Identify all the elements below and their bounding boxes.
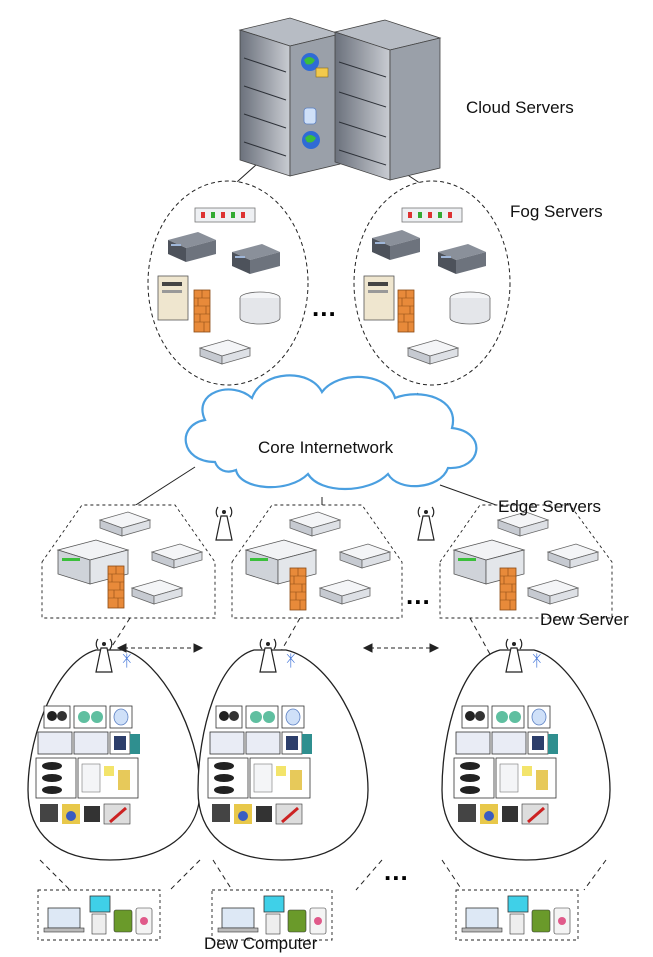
- antenna-icon: [215, 506, 233, 541]
- antenna-icon: [417, 506, 435, 541]
- svg-text:ᛡ: ᛡ: [122, 651, 132, 670]
- fog-servers-label: Fog Servers: [510, 202, 603, 221]
- dew-computer-middle: [211, 889, 333, 941]
- dew-server-label: Dew Server: [540, 610, 629, 629]
- edge-group-left: [41, 504, 216, 619]
- fog-cluster-right: [353, 180, 511, 386]
- fog-cluster-left: [147, 180, 309, 386]
- core-internetwork-cloud: [184, 374, 478, 491]
- svg-text:ᛡ: ᛡ: [532, 651, 542, 670]
- core-internetwork-label: Core Internetwork: [258, 438, 394, 457]
- edge-servers-label: Edge Servers: [498, 497, 601, 516]
- dew-link-arrows: [116, 643, 440, 653]
- cloud-servers-label: Cloud Servers: [466, 98, 574, 117]
- edge-group-middle: [231, 504, 403, 619]
- dew-computer-right: [455, 889, 579, 941]
- dew-computer-left: [37, 889, 161, 941]
- edge-ellipsis: ...: [406, 580, 431, 610]
- device-ellipsis: ...: [384, 856, 409, 886]
- svg-text:ᛡ: ᛡ: [286, 651, 296, 670]
- cloud-servers-icon: [238, 17, 442, 181]
- dew-server-right: ᛡ: [441, 638, 611, 861]
- dew-server-left: ᛡ: [27, 638, 201, 861]
- dew-computer-label: Dew Computer: [204, 934, 318, 953]
- dew-server-middle: ᛡ: [197, 638, 369, 861]
- edge-group-right: [439, 504, 613, 619]
- fog-ellipsis: ...: [312, 292, 337, 322]
